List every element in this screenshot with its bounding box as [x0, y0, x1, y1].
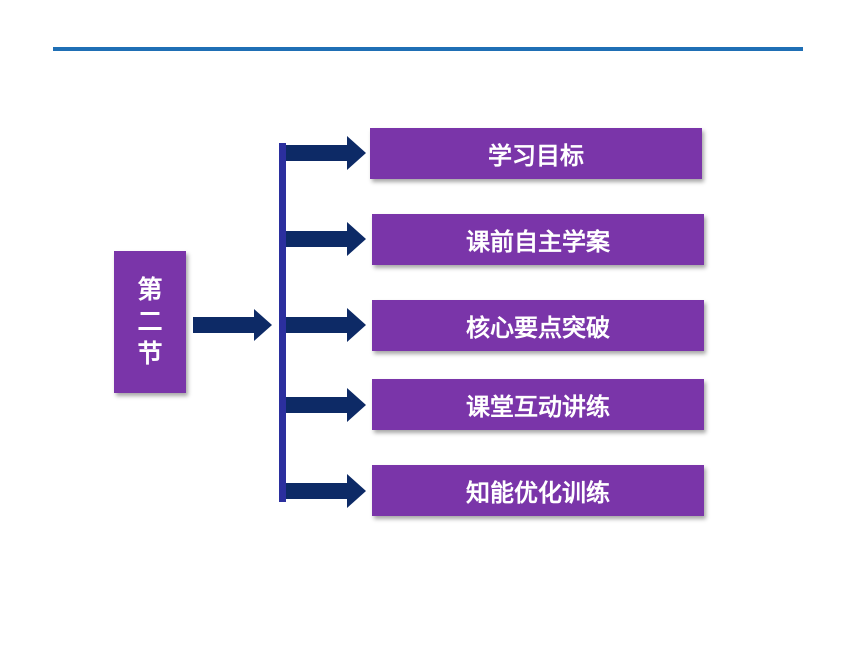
item-classroom-practice[interactable]: 课堂互动讲练 — [372, 379, 704, 430]
item-label: 核心要点突破 — [466, 314, 610, 342]
branch-arrow-icon-4 — [286, 388, 366, 422]
branch-arrow-icon-3 — [286, 308, 366, 342]
item-key-points[interactable]: 核心要点突破 — [372, 300, 704, 351]
item-learning-objectives[interactable]: 学习目标 — [370, 128, 702, 179]
branch-arrow-icon-5 — [286, 474, 366, 508]
section-label-box: 第 二 节 — [114, 251, 186, 393]
item-skill-training[interactable]: 知能优化训练 — [372, 465, 704, 516]
item-label: 课堂互动讲练 — [466, 393, 610, 421]
section-char-2: 二 — [137, 307, 163, 336]
item-label: 知能优化训练 — [466, 479, 610, 507]
item-label: 课前自主学案 — [466, 228, 610, 256]
bracket-line — [279, 143, 286, 502]
item-pre-class-study[interactable]: 课前自主学案 — [372, 214, 704, 265]
section-char-3: 节 — [137, 339, 163, 368]
section-char-1: 第 — [137, 275, 163, 304]
item-label: 学习目标 — [488, 142, 584, 170]
header-rule — [53, 47, 803, 51]
branch-arrow-icon-2 — [286, 222, 366, 256]
main-arrow-icon — [193, 309, 272, 341]
branch-arrow-icon-1 — [286, 136, 366, 170]
